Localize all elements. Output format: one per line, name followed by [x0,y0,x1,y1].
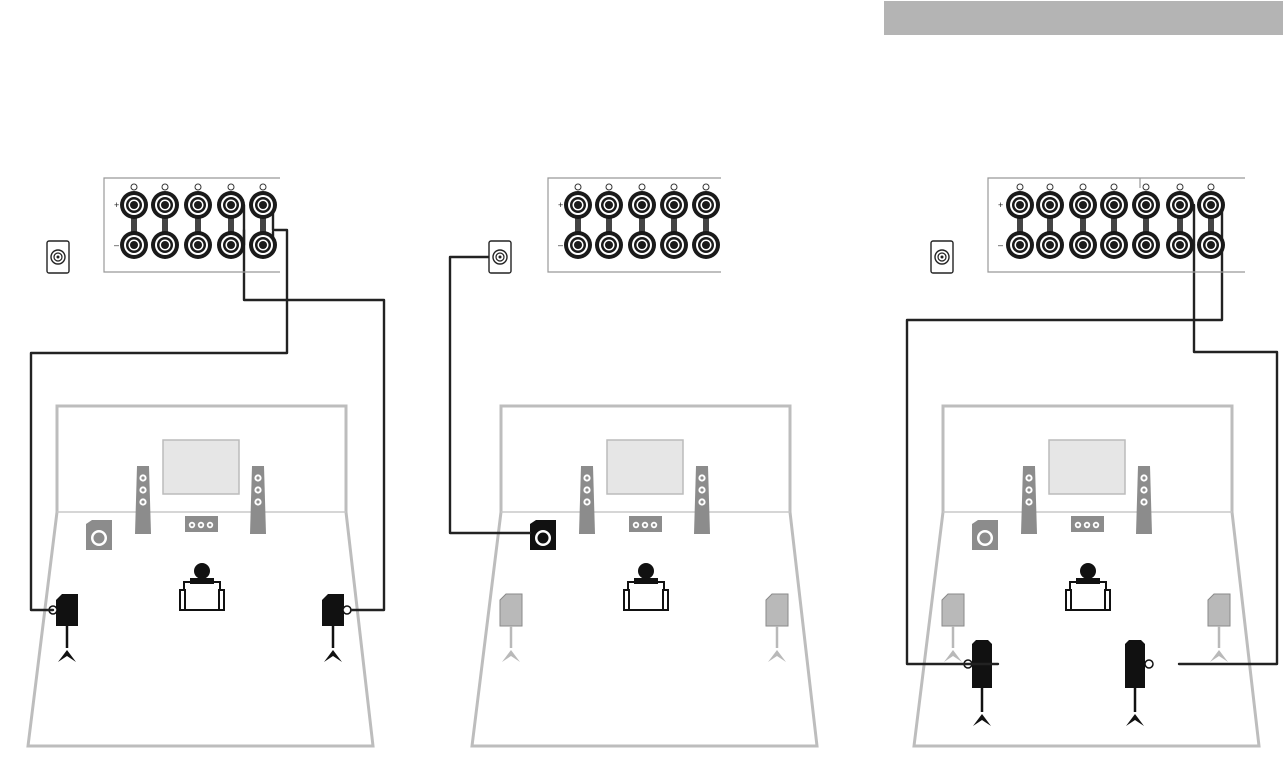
front-tower-speaker-icon [1136,466,1152,534]
listening-room [914,406,1259,746]
plus-label: + [998,200,1003,210]
speaker-terminal-icon [1166,191,1194,219]
channel-marker-icon [1177,184,1183,190]
speaker-terminal-icon [692,191,720,219]
surround-speaker-icon [1208,594,1230,662]
channel-marker-icon [1143,184,1149,190]
listener-icon [624,563,668,610]
speaker-terminal-icon [595,231,623,259]
speaker-terminal-icon [628,191,656,219]
speaker-terminal-icon [1197,231,1225,259]
channel-marker-icon [703,184,709,190]
speaker-terminal-icon [692,231,720,259]
surround-back-speaker-icon [964,640,992,726]
speaker-terminal-icon [1166,231,1194,259]
speaker-terminal-icon [1036,231,1064,259]
speaker-terminal-icon [1100,191,1128,219]
speaker-terminal-icon [1006,231,1034,259]
front-tower-speaker-icon [1021,466,1037,534]
plus-label: + [114,200,119,210]
channel-marker-icon [1208,184,1214,190]
speaker-terminal-icon [120,231,148,259]
channel-marker-icon [162,184,168,190]
speaker-terminal-icon [1197,191,1225,219]
channel-marker-icon [575,184,581,190]
speaker-terminal-icon [249,231,277,259]
channel-marker-icon [1080,184,1086,190]
speaker-terminal-icon [1132,231,1160,259]
speaker-terminal-icon [1036,191,1064,219]
channel-marker-icon [131,184,137,190]
speaker-terminal-icon [660,191,688,219]
speaker-terminal-icon [184,231,212,259]
panel-2: +– [489,178,721,273]
panels-layer: +–+–+– [47,178,1245,273]
channel-marker-icon [671,184,677,190]
center-speaker-icon [185,516,218,532]
speaker-terminal-icon [1069,191,1097,219]
front-tower-speaker-icon [579,466,595,534]
speaker-terminal-icon [217,231,245,259]
surround-back-speaker-icon [1125,640,1153,726]
speaker-terminal-icon [628,231,656,259]
subwoofer-icon [972,520,998,550]
speaker-terminal-icon [217,191,245,219]
subwoofer-jack-icon [47,241,69,273]
speaker-terminal-icon [660,231,688,259]
channel-marker-icon [1017,184,1023,190]
speaker-terminal-icon [1006,191,1034,219]
speaker-terminal-icon [1132,191,1160,219]
speaker-terminal-icon [595,191,623,219]
front-tower-speaker-icon [694,466,710,534]
subwoofer-icon [86,520,112,550]
plus-label: + [558,200,563,210]
tv-icon [607,440,683,494]
listener-icon [180,563,224,610]
speaker-terminal-icon [1069,231,1097,259]
tv-icon [1049,440,1125,494]
front-tower-speaker-icon [250,466,266,534]
speaker-terminal-icon [564,191,592,219]
speaker-terminal-icon [151,191,179,219]
center-speaker-icon [1071,516,1104,532]
speaker-terminal-icon [1100,231,1128,259]
channel-marker-icon [260,184,266,190]
channel-marker-icon [195,184,201,190]
surround-speaker-icon [322,594,351,662]
surround-speaker-icon [942,594,964,662]
speaker-terminal-icon [564,231,592,259]
channel-marker-icon [606,184,612,190]
front-tower-speaker-icon [135,466,151,534]
channel-marker-icon [639,184,645,190]
listener-icon [1066,563,1110,610]
channel-marker-icon [1111,184,1117,190]
minus-label: – [558,240,563,250]
speaker-cable [450,257,530,533]
channel-marker-icon [228,184,234,190]
rooms-layer [28,406,1259,746]
minus-label: – [114,240,119,250]
subwoofer-jack-icon [931,241,953,273]
speaker-terminal-icon [120,191,148,219]
speaker-terminal-icon [151,231,179,259]
surround-speaker-icon [49,594,78,662]
speaker-terminal-icon [249,191,277,219]
listening-room [28,406,373,746]
channel-marker-icon [1047,184,1053,190]
subwoofer-icon [530,520,556,550]
surround-speaker-icon [766,594,788,662]
panel-3: +– [931,178,1245,273]
tv-icon [163,440,239,494]
minus-label: – [998,240,1003,250]
center-speaker-icon [629,516,662,532]
speaker-terminal-icon [184,191,212,219]
surround-speaker-icon [500,594,522,662]
listening-room [472,406,817,746]
subwoofer-jack-icon [489,241,511,273]
